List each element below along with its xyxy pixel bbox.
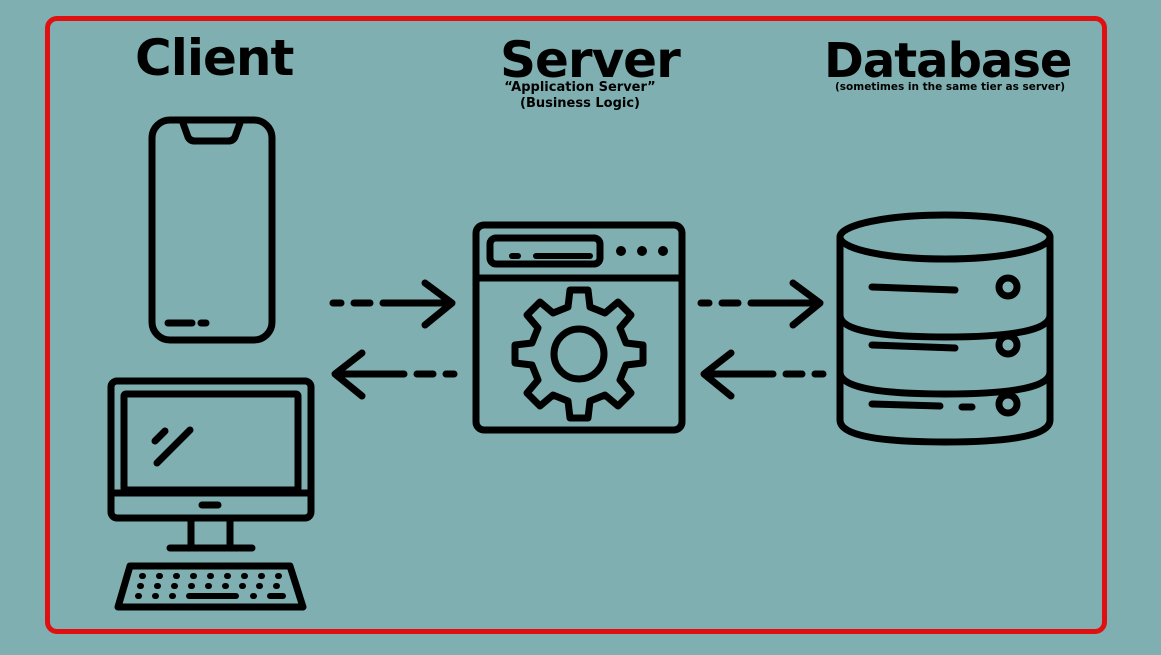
diagram-frame <box>45 16 1107 634</box>
database-icon <box>836 211 1054 446</box>
arrow-server-to-database <box>697 279 824 329</box>
server-subtitle-line1: “Application Server” <box>504 80 656 95</box>
arrow-database-to-server <box>700 349 827 400</box>
client-heading: Client <box>135 29 294 87</box>
server-heading: Server <box>500 31 681 89</box>
arrow-client-to-server <box>329 279 456 329</box>
arrow-server-to-client <box>331 349 458 400</box>
server-subtitle-line2: (Business Logic) <box>520 96 640 111</box>
server-gear-icon <box>472 221 686 434</box>
desktop-computer-icon <box>107 377 315 611</box>
database-heading: Database <box>824 33 1072 89</box>
database-note: (sometimes in the same tier as server) <box>834 81 1066 93</box>
smartphone-icon <box>148 116 276 344</box>
